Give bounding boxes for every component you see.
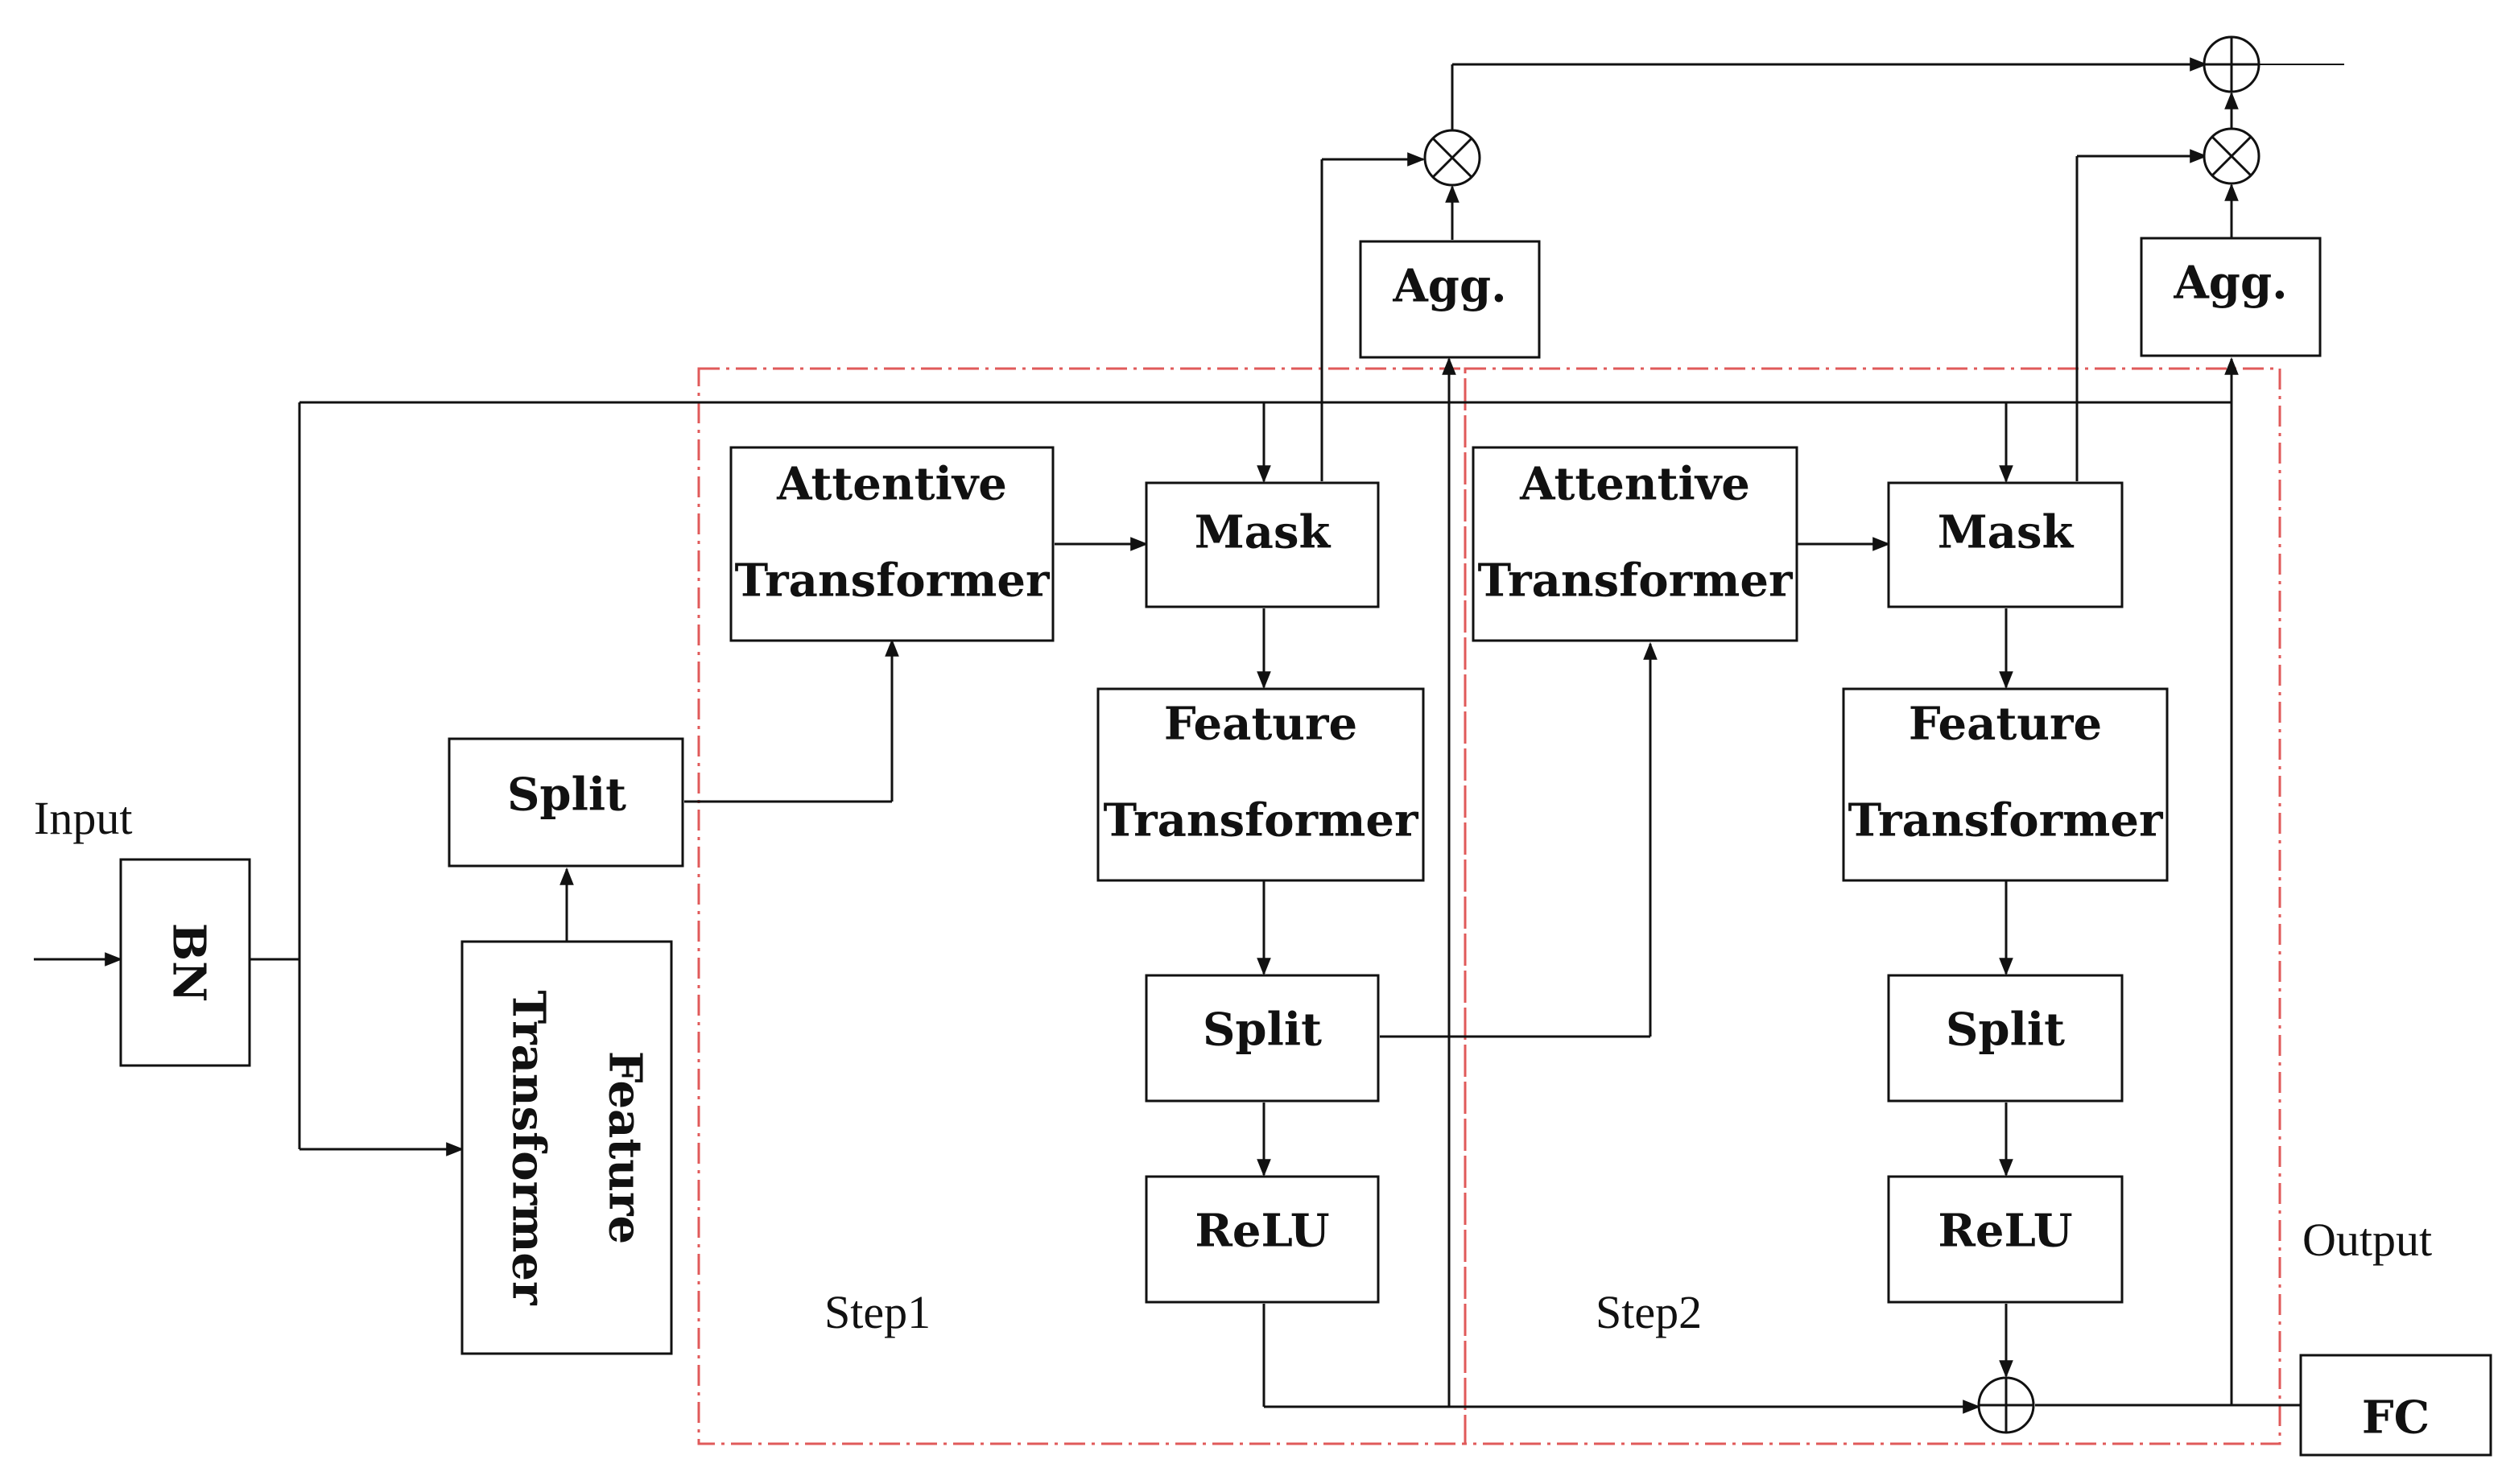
multiply-op-step1-icon bbox=[1423, 129, 1481, 187]
add-op-final-icon bbox=[2203, 35, 2260, 93]
step1-feature-line1: Feature bbox=[1164, 698, 1357, 751]
step2-attentive-line1: Attentive bbox=[1519, 458, 1750, 511]
step2-mask-label: Mask bbox=[1938, 506, 2075, 559]
feature-transformer-initial-block: Feature Transformer bbox=[460, 940, 673, 1355]
step1-mask-label: Mask bbox=[1195, 506, 1332, 559]
step1-feature-line2: Transformer bbox=[1104, 794, 1419, 847]
step1-relu-label: ReLU bbox=[1195, 1205, 1329, 1258]
step2-region bbox=[1464, 367, 2281, 1445]
step2-split-label: Split bbox=[1946, 1004, 2065, 1057]
feature-transformer-initial-line1: Feature bbox=[598, 1051, 651, 1244]
step1-split-block: Split bbox=[1145, 974, 1380, 1103]
input-label: Input bbox=[34, 792, 132, 844]
feature-transformer-initial-line2: Transformer bbox=[502, 991, 555, 1306]
step2-agg-block: Agg. bbox=[2140, 237, 2322, 357]
step1-agg-block: Agg. bbox=[1359, 240, 1541, 359]
step1-attentive-line2: Transformer bbox=[735, 554, 1051, 608]
step2-feature-line1: Feature bbox=[1909, 698, 2102, 751]
step1-mask-block: Mask bbox=[1145, 481, 1380, 608]
bn-label: BN bbox=[162, 923, 215, 1003]
step1-label: Step1 bbox=[824, 1286, 931, 1338]
step2-agg-label: Agg. bbox=[2173, 257, 2287, 310]
output-label: Output bbox=[2302, 1214, 2432, 1266]
step2-mask-block: Mask bbox=[1887, 481, 2124, 608]
split-initial-label: Split bbox=[507, 769, 626, 822]
step1-split-label: Split bbox=[1203, 1004, 1322, 1057]
add-op-bottom-icon bbox=[1977, 1376, 2035, 1434]
bn-block: BN bbox=[119, 858, 251, 1067]
step1-relu-block: ReLU bbox=[1145, 1175, 1380, 1304]
step2-split-block: Split bbox=[1887, 974, 2124, 1103]
fc-block: FC bbox=[2299, 1354, 2492, 1457]
step1-agg-label: Agg. bbox=[1392, 260, 1506, 313]
step2-label: Step2 bbox=[1596, 1286, 1702, 1338]
fc-label: FC bbox=[2362, 1391, 2430, 1445]
connection-lines bbox=[34, 57, 2344, 1414]
step1-attentive-transformer-block: Attentive Transformer bbox=[729, 446, 1055, 642]
step2-relu-block: ReLU bbox=[1887, 1175, 2124, 1304]
step2-feature-transformer-block: Feature Transformer bbox=[1842, 687, 2169, 882]
step2-attentive-line2: Transformer bbox=[1478, 554, 1794, 608]
step1-feature-transformer-block: Feature Transformer bbox=[1096, 687, 1425, 882]
split-initial-block: Split bbox=[448, 737, 684, 868]
multiply-op-step2-icon bbox=[2203, 127, 2260, 185]
step2-feature-line2: Transformer bbox=[1848, 794, 2164, 847]
step1-attentive-line1: Attentive bbox=[776, 458, 1007, 511]
step2-attentive-transformer-block: Attentive Transformer bbox=[1472, 446, 1798, 642]
step2-relu-label: ReLU bbox=[1938, 1205, 2072, 1258]
